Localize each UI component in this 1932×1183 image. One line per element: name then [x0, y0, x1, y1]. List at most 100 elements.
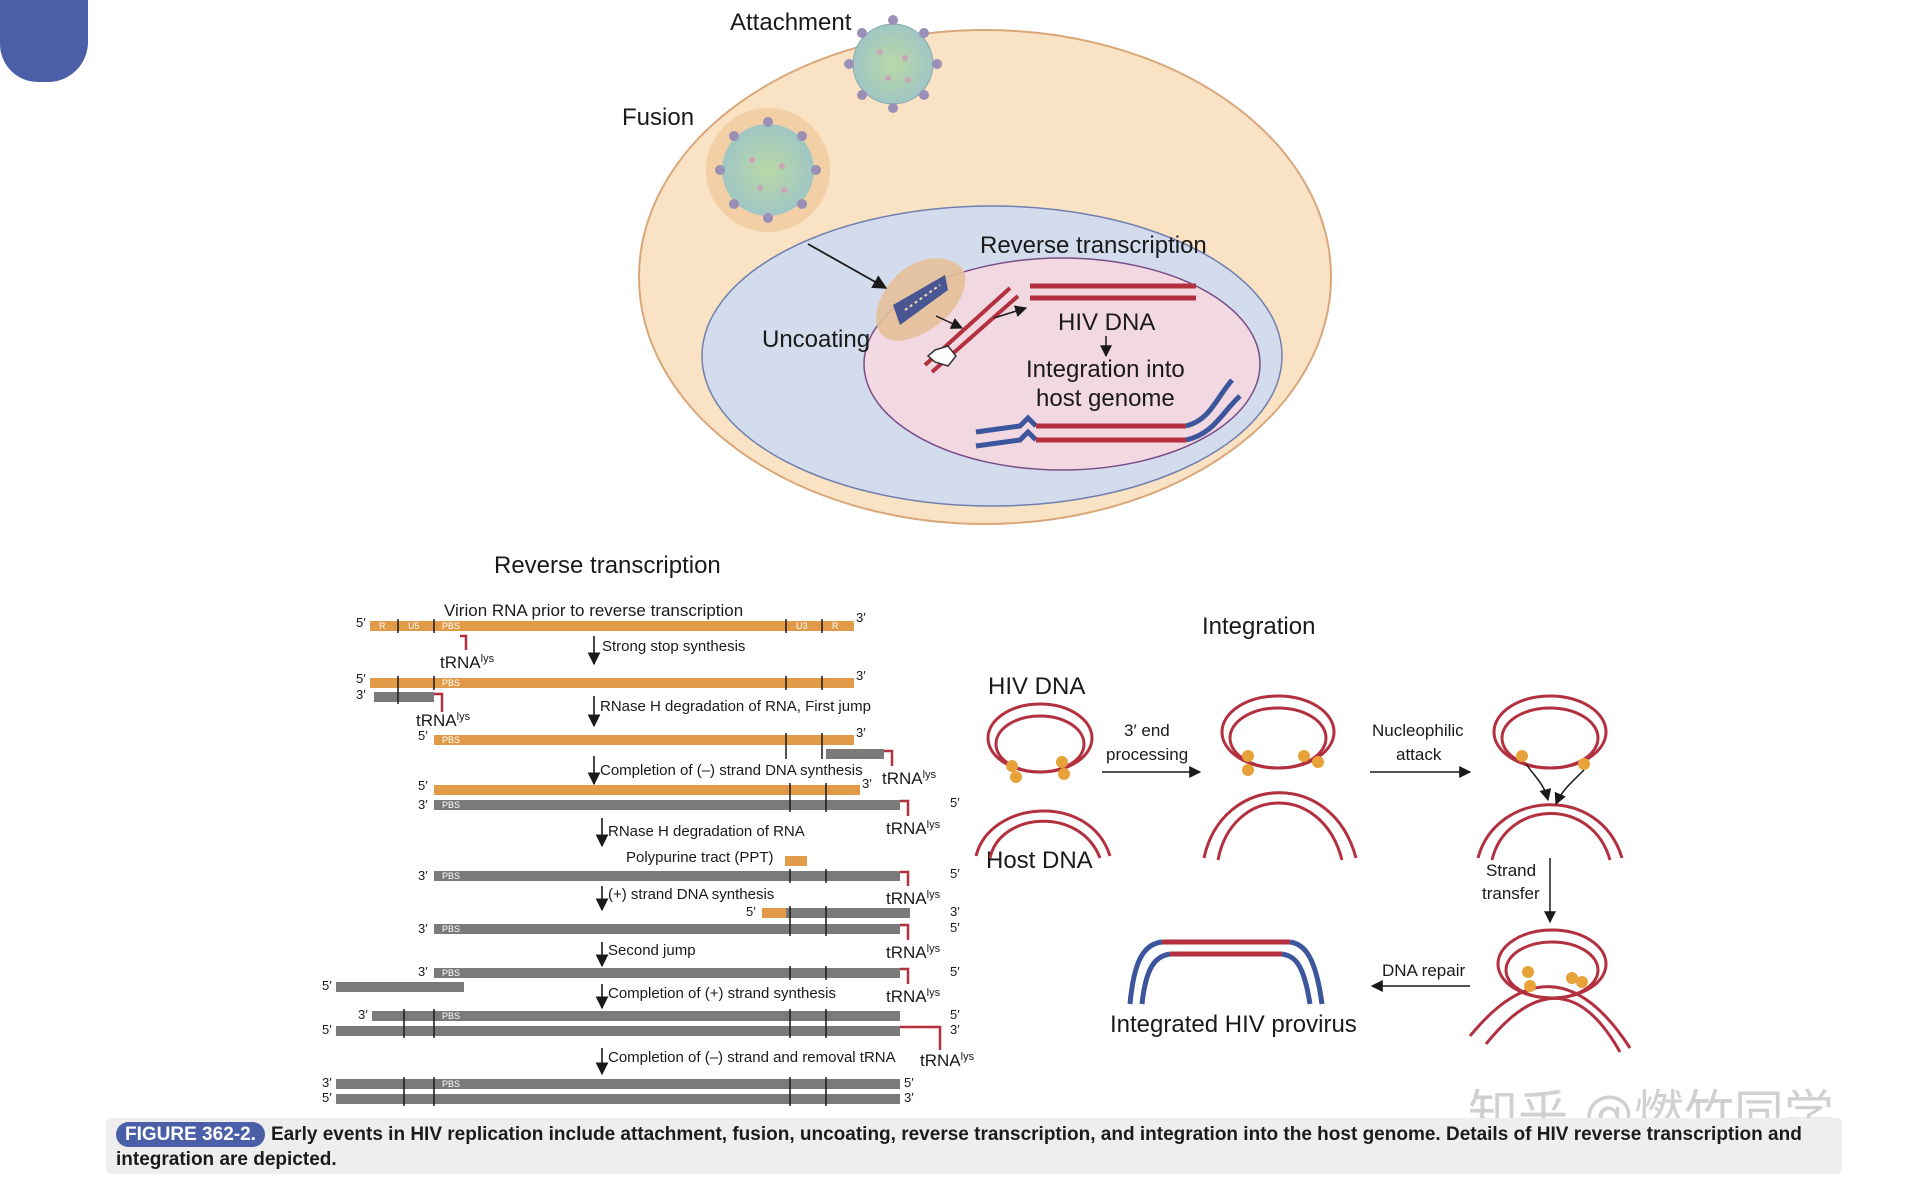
prime-5-r2: 5′ — [356, 671, 366, 686]
capsid-uncoating-icon — [876, 258, 966, 341]
trna-3: tRNAlys — [882, 769, 937, 788]
step-nucleophilic-2: attack — [1396, 745, 1442, 764]
label-hiv-dna-2: HIV DNA — [988, 673, 1085, 700]
prime-5-r6: 5′ — [746, 904, 756, 919]
integration-stage-1 — [974, 702, 1112, 859]
label-provirus: Integrated HIV provirus — [1110, 1011, 1357, 1038]
integration-stage-3 — [1476, 694, 1624, 861]
prime-5-r7: 5′ — [322, 978, 332, 993]
integrated-provirus-icon — [1127, 939, 1325, 1005]
prime-5-r6c: 5′ — [950, 920, 960, 935]
step-strand-2: transfer — [1482, 884, 1540, 903]
caption-text: Early events in HIV replication include … — [116, 1124, 1802, 1170]
trna-1: tRNAlys — [440, 653, 495, 672]
figure-caption: FIGURE 362-2.Early events in HIV replica… — [106, 1118, 1842, 1174]
prime-5-r9b: 5′ — [904, 1075, 914, 1090]
prime-3-r2b: 3′ — [356, 687, 366, 702]
seg-u3: U3 — [796, 621, 808, 631]
prime-5-r4c: 5′ — [950, 795, 960, 810]
seg-pbs-3: PBS — [442, 735, 460, 745]
prime-5-r3: 5′ — [418, 728, 428, 743]
step-nucleophilic-1: Nucleophilic — [1372, 721, 1464, 740]
prime-5-r4: 5′ — [418, 778, 428, 793]
seg-pbs-4: PBS — [442, 800, 460, 810]
rt-step-3: Completion of (–) strand DNA synthesis — [600, 762, 863, 779]
prime-5-r5: 5′ — [950, 866, 960, 881]
figure-tag: FIGURE 362-2. — [116, 1122, 265, 1147]
seg-pbs-1: PBS — [442, 621, 460, 631]
label-fusion: Fusion — [622, 104, 694, 131]
seg-pbs-2: PBS — [442, 678, 460, 688]
trna-2: tRNAlys — [416, 711, 471, 730]
prime-3-r5: 3′ — [418, 868, 428, 883]
seg-r-end: R — [832, 621, 839, 631]
prime-3-r8: 3′ — [358, 1007, 368, 1022]
rt-step-8: Completion of (+) strand synthesis — [608, 985, 836, 1002]
seg-pbs-8: PBS — [442, 1011, 460, 1021]
label-hiv-dna: HIV DNA — [1058, 309, 1155, 336]
label-host-dna: Host DNA — [986, 847, 1093, 874]
seg-pbs-9: PBS — [442, 1079, 460, 1089]
seg-r: R — [379, 621, 386, 631]
trna-5: tRNAlys — [886, 889, 941, 908]
seg-pbs-7: PBS — [442, 968, 460, 978]
seg-u5: U5 — [408, 621, 420, 631]
prime-3-r6: 3′ — [418, 921, 428, 936]
rt-step-1: Strong stop synthesis — [602, 638, 745, 655]
prime-3-r2: 3′ — [856, 668, 866, 683]
seg-pbs-5: PBS — [442, 871, 460, 881]
prime-5-r8: 5′ — [322, 1022, 332, 1037]
rt-step-0: Virion RNA prior to reverse transcriptio… — [444, 601, 743, 620]
step-dna-repair: DNA repair — [1382, 961, 1465, 980]
label-integration-2: host genome — [1036, 385, 1175, 412]
step-end-processing-2: processing — [1106, 745, 1188, 764]
trna-6: tRNAlys — [886, 943, 941, 962]
prime-3-r6b: 3′ — [950, 904, 960, 919]
prime-3-r1: 3′ — [856, 610, 866, 625]
trna-4: tRNAlys — [886, 819, 941, 838]
prime-3-r9: 3′ — [322, 1075, 332, 1090]
rt-panel: Reverse transcription Virion RNA prior t… — [322, 552, 975, 1106]
prime-5-r1: 5′ — [356, 615, 366, 630]
trna-labels: tRNAlys tRNAlys tRNAlys tRNAlys tRNAlys … — [416, 653, 975, 1070]
integration-title: Integration — [1202, 613, 1315, 640]
prime-3-r9c: 3′ — [904, 1090, 914, 1105]
rt-step-5: Polypurine tract (PPT) — [626, 849, 774, 866]
prime-5-r9: 5′ — [322, 1090, 332, 1105]
rt-step-6: (+) strand DNA synthesis — [608, 886, 774, 903]
trna-8: tRNAlys — [920, 1051, 975, 1070]
nucleus — [863, 257, 1261, 471]
virus-fusion-icon — [706, 108, 830, 232]
virus-attaching-icon — [844, 15, 942, 113]
label-integration-1: Integration into — [1026, 356, 1185, 383]
prime-3-r7: 3′ — [418, 964, 428, 979]
label-uncoating: Uncoating — [762, 326, 870, 353]
prime-5-r8b: 5′ — [950, 1007, 960, 1022]
rt-step-9: Completion of (–) strand and removal tRN… — [608, 1049, 896, 1066]
prime-3-r4b: 3′ — [862, 776, 872, 791]
integration-stage-4 — [1468, 928, 1632, 1053]
corner-tab — [0, 0, 88, 82]
step-end-processing-1: 3′ end — [1124, 721, 1170, 740]
prime-3-r4: 3′ — [418, 797, 428, 812]
integration-panel: Integration HIV DNA Host DNA 3′ end proc… — [974, 613, 1632, 1053]
step-strand-1: Strand — [1486, 861, 1536, 880]
rt-strands — [336, 621, 910, 1104]
hiv-dna-strand-icon — [1030, 283, 1196, 301]
prime-3-r3: 3′ — [856, 725, 866, 740]
cell-diagram: Attachment Fusion Uncoating Reverse tran… — [622, 9, 1332, 525]
integrated-dna-icon — [975, 378, 1242, 449]
integration-stage-2 — [1202, 694, 1358, 861]
prime-5-r7b: 5′ — [950, 964, 960, 979]
label-attachment: Attachment — [730, 9, 852, 36]
seg-pbs-6: PBS — [442, 924, 460, 934]
trna-7: tRNAlys — [886, 987, 941, 1006]
prime-3-r8c: 3′ — [950, 1022, 960, 1037]
rt-step-4: RNase H degradation of RNA — [608, 823, 805, 840]
rt-panel-title: Reverse transcription — [494, 552, 721, 579]
rt-step-2: RNase H degradation of RNA, First jump — [600, 698, 871, 715]
label-reverse-transcription: Reverse transcription — [980, 232, 1207, 259]
rt-step-7: Second jump — [608, 942, 696, 959]
rt-intermediate-icon — [923, 286, 1020, 374]
